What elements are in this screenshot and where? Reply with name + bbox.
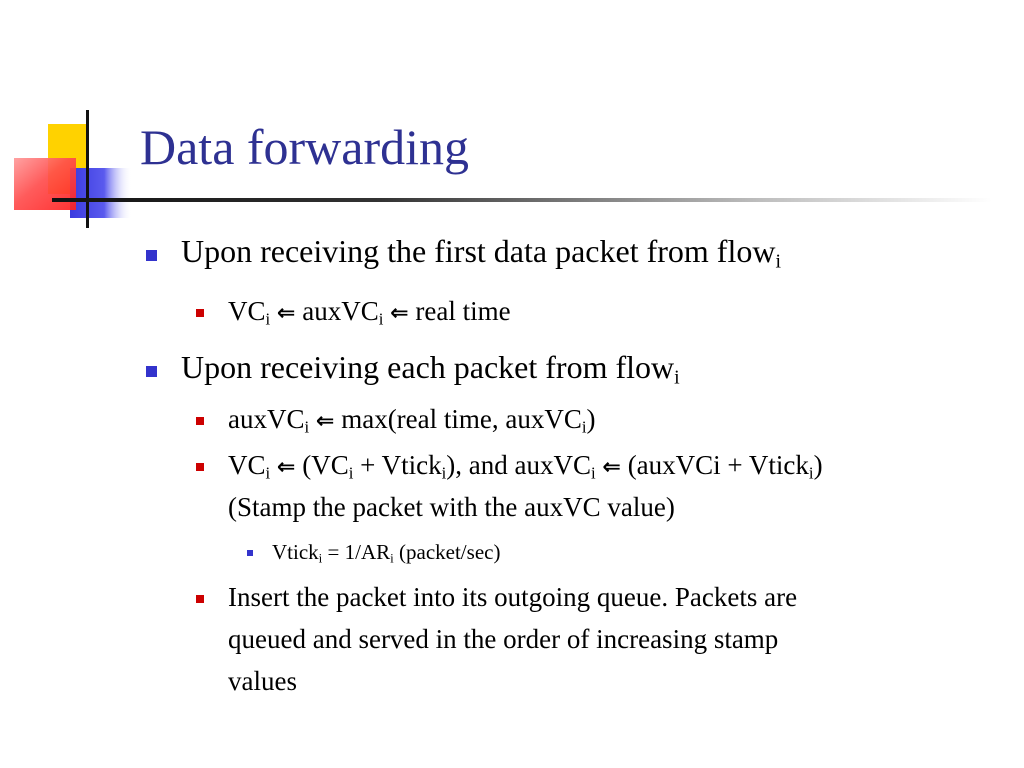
left-arrow-icon: ⇐	[276, 300, 296, 326]
text-segment: (packet/sec)	[393, 540, 501, 564]
bullet-marker-level-2	[196, 595, 204, 603]
deco-vertical-line	[86, 110, 89, 228]
subscript: i	[674, 366, 680, 389]
deco-red-square	[14, 158, 76, 210]
text-segment: auxVC	[295, 296, 379, 326]
bullet-text-level-2: VCi ⇐ (VCi + Vticki), and auxVCi ⇐ (auxV…	[228, 448, 823, 484]
text-segment: + Vtick	[353, 450, 442, 480]
title-rule	[52, 198, 992, 202]
text-segment: )	[586, 404, 596, 434]
text-segment: VC	[228, 296, 266, 326]
text-segment: Vtick	[272, 540, 319, 564]
subscript: i	[265, 309, 271, 329]
bullet-text-level-2: VCi ⇐ auxVCi ⇐ real time	[228, 294, 511, 330]
bullet-text-continuation: values	[228, 664, 297, 698]
text-segment: (VC	[295, 450, 349, 480]
bullet-text-level-3: Vticki = 1/ARi (packet/sec)	[272, 538, 500, 566]
bullet-text-level-2: auxVCi ⇐ max(real time, auxVCi)	[228, 402, 596, 438]
subscript: i	[265, 463, 271, 483]
subscript: i	[581, 417, 587, 437]
subscript: i	[304, 417, 310, 437]
left-arrow-icon: ⇐	[390, 300, 409, 326]
text-segment	[270, 296, 277, 326]
bullet-text-continuation: (Stamp the packet with the auxVC value)	[228, 490, 675, 524]
text-segment: max(real time, auxVC	[334, 404, 582, 434]
bullet-marker-level-2	[196, 417, 204, 425]
text-segment: VC	[228, 450, 266, 480]
subscript: i	[390, 550, 394, 566]
text-segment: ), and auxVC	[446, 450, 591, 480]
left-arrow-icon: ⇐	[315, 408, 335, 434]
text-segment: (auxVCi + Vtick	[620, 450, 809, 480]
subscript: i	[441, 463, 447, 483]
text-segment	[270, 450, 277, 480]
slide-title: Data forwarding	[140, 119, 470, 175]
bullet-text-level-1: Upon receiving each packet from flowi	[181, 348, 680, 389]
text-segment: Insert the packet into its outgoing queu…	[228, 582, 798, 612]
text-segment: real time	[408, 296, 511, 326]
text-segment: (Stamp the packet with the auxVC value)	[228, 492, 675, 522]
text-segment: = 1/AR	[322, 540, 391, 564]
bullet-marker-level-1	[146, 365, 157, 377]
text-segment: )	[813, 450, 823, 480]
bullet-text-continuation: queued and served in the order of increa…	[228, 622, 778, 656]
left-arrow-icon: ⇐	[276, 454, 296, 480]
bullet-marker-level-2	[196, 463, 204, 471]
subscript: i	[590, 463, 596, 483]
deco-blue-square	[70, 168, 132, 218]
subscript: i	[378, 309, 384, 329]
left-arrow-icon: ⇐	[602, 454, 621, 480]
text-segment: queued and served in the order of increa…	[228, 624, 779, 654]
subscript: i	[808, 463, 814, 483]
text-segment: Upon receiving each packet from flow	[181, 349, 675, 385]
bullet-text-level-2: Insert the packet into its outgoing queu…	[228, 580, 797, 614]
subscript: i	[318, 550, 323, 566]
text-segment: auxVC	[228, 404, 305, 434]
subscript: i	[775, 250, 781, 273]
bullet-marker-level-3	[247, 550, 253, 556]
text-segment: values	[228, 666, 297, 696]
bullet-marker-level-2	[196, 309, 204, 317]
subscript: i	[348, 463, 354, 483]
bullet-marker-level-1	[146, 249, 157, 261]
text-segment: Upon receiving the first data packet fro…	[181, 233, 776, 269]
text-segment	[309, 404, 316, 434]
bullet-text-level-1: Upon receiving the first data packet fro…	[181, 232, 781, 273]
